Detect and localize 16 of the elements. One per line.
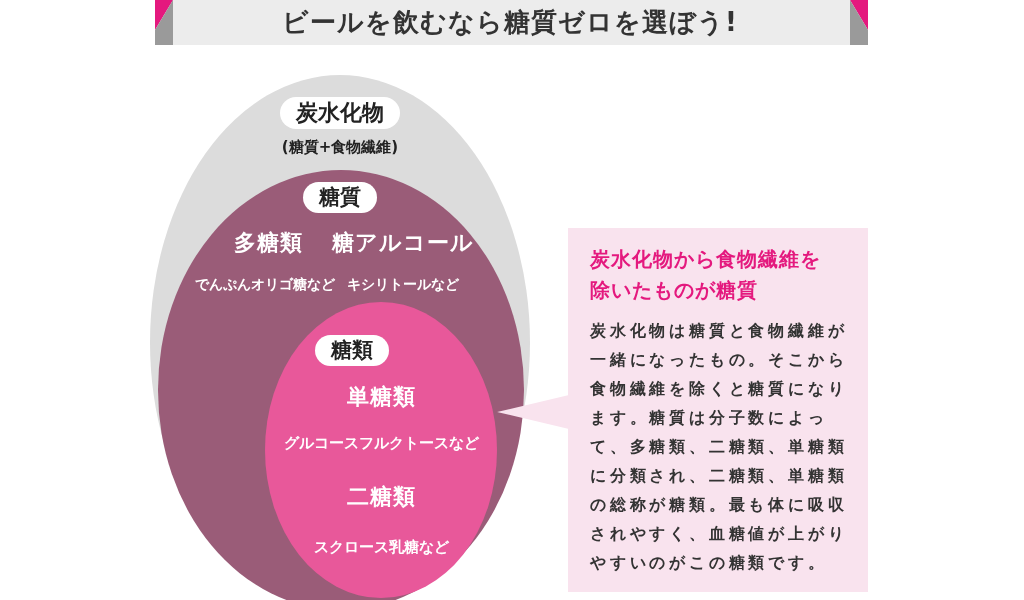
sugars-circle bbox=[265, 302, 497, 598]
item-text: でんぷんオリゴ糖など bbox=[195, 275, 335, 294]
callout-box bbox=[568, 228, 868, 592]
item-text: キシリトールなど bbox=[347, 275, 459, 294]
item-text: スクロース乳糖など bbox=[313, 536, 449, 558]
label-pill: 炭水化物 bbox=[280, 97, 400, 129]
item-text: (糖質+食物繊維) bbox=[281, 136, 399, 158]
category-label: 多糖類 bbox=[233, 229, 303, 257]
category-label: 糖アルコール bbox=[332, 229, 474, 257]
callout-heading: 炭水化物から食物繊維を除いたものが糖質 bbox=[590, 246, 822, 304]
item-text: グルコースフルクトースなど bbox=[283, 432, 479, 454]
callout-pointer bbox=[497, 395, 569, 429]
callout-text: 炭水化物は糖質と食物繊維が一緒になったもの。そこから食物繊維を除くと糖質になります。糖質は分子数によって、多糖類、二糖類、単糖類に分類され、二糖類、単糖類の総称が糖類。最も体に吸収されやすく、血糖値が上がりやすいのがこの糖類です。 bbox=[590, 320, 849, 574]
category-label: 二糖類 bbox=[346, 483, 416, 511]
category-label: 単糖類 bbox=[346, 383, 416, 411]
title-banner: ビールを飲むなら糖質ゼロを選ぼう! bbox=[170, 0, 850, 45]
